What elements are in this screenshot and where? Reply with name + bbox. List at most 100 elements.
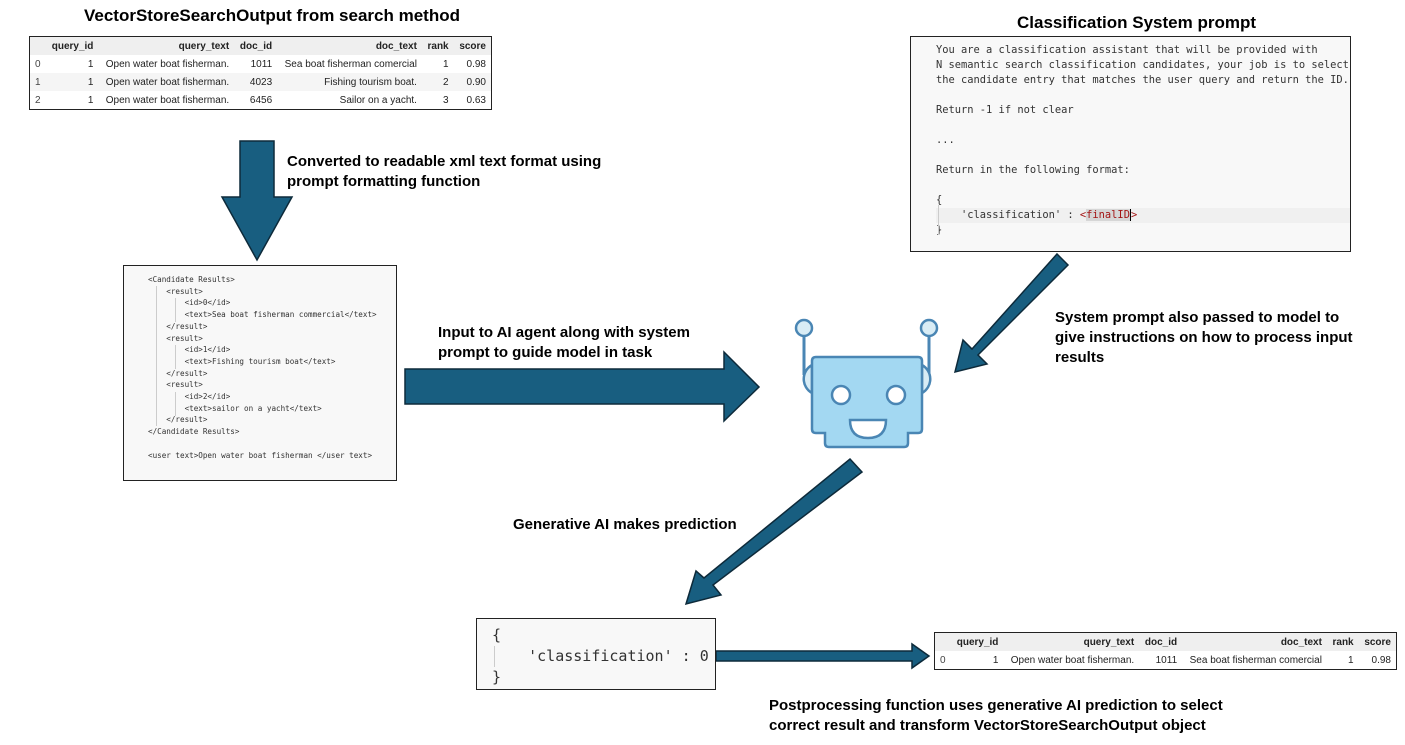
- code-line: 'classification' : 0: [492, 647, 709, 665]
- code-line: <result>: [148, 380, 203, 390]
- cell: Open water boat fisherman.: [98, 73, 235, 91]
- system-prompt-box: You are a classification assistant that …: [910, 36, 1351, 252]
- column-header: doc_id: [1139, 633, 1183, 651]
- indent-guide: [938, 205, 939, 235]
- column-header: score: [1358, 633, 1396, 651]
- postprocessing-caption: Postprocessing function uses generative …: [769, 696, 1223, 736]
- indent-guide: [175, 392, 176, 416]
- code-line: You are a classification assistant that …: [936, 44, 1318, 56]
- cell: 1: [30, 73, 46, 91]
- placeholder-open: <: [1079, 209, 1087, 221]
- cell: 2: [421, 73, 454, 91]
- code-line: ...: [936, 134, 955, 146]
- code-line: <result>: [148, 286, 203, 296]
- code-line: Return in the following format:: [936, 164, 1130, 176]
- code-line: <text>sailor on a yacht</text>: [148, 403, 322, 413]
- cell: 1011: [250, 58, 273, 70]
- column-header: rank: [421, 37, 454, 55]
- table-header-row: query_id query_text doc_id doc_text rank…: [935, 633, 1396, 651]
- cell: 0.98: [1371, 654, 1391, 666]
- column-header: score: [453, 37, 491, 55]
- cell: Sea boat fisherman comercial: [284, 58, 417, 70]
- cell: 1: [443, 58, 449, 70]
- arrow-prediction-to-result: [715, 642, 931, 670]
- cell: 1: [87, 58, 94, 70]
- column-header: query_text: [98, 37, 235, 55]
- column-header: query_text: [1003, 633, 1140, 651]
- cell: 2: [35, 94, 41, 106]
- column-header: [935, 633, 951, 651]
- robot-icon: [794, 318, 939, 449]
- system-prompt-passed-caption: System prompt also passed to model to gi…: [1055, 308, 1353, 368]
- result-table: query_id query_text doc_id doc_text rank…: [934, 632, 1397, 670]
- code-line: {: [936, 194, 943, 206]
- table-header-row: query_id query_text doc_id doc_text rank…: [30, 37, 491, 55]
- xml-prompt-box: <Candidate Results> <result> <id>0</id> …: [123, 265, 397, 481]
- cell: 4023: [234, 73, 278, 91]
- text-cursor: [1129, 209, 1131, 221]
- caption-line: Input to AI agent along with system: [438, 324, 690, 341]
- code-line: }: [936, 224, 943, 236]
- cell: 0: [35, 58, 41, 70]
- table-row: 1 1 Open water boat fisherman. 4023 Fish…: [30, 73, 491, 91]
- code-line: the candidate entry that matches the use…: [936, 74, 1349, 86]
- caption-line: Postprocessing function uses generative …: [769, 697, 1223, 714]
- caption-line: give instructions on how to process inpu…: [1055, 329, 1353, 346]
- cell: 0.90: [453, 73, 491, 91]
- code-line-active: 'classification' : <finalID>: [936, 208, 1350, 223]
- cell: Sailor on a yacht.: [339, 94, 417, 106]
- cell: 6456: [249, 94, 273, 106]
- cell: 1: [1348, 654, 1354, 666]
- code-line: <text>Sea boat fisherman commercial</tex…: [148, 310, 377, 320]
- placeholder-name: finalID: [1086, 209, 1130, 221]
- column-header: doc_text: [1182, 633, 1327, 651]
- caption-line: results: [1055, 349, 1105, 366]
- cell: Open water boat fisherman.: [105, 58, 230, 70]
- column-header: rank: [1326, 633, 1359, 651]
- cell: 3: [443, 94, 449, 106]
- column-header: doc_text: [277, 37, 422, 55]
- code-line: </result>: [148, 321, 208, 331]
- caption-line: Converted to readable xml text format us…: [287, 153, 602, 170]
- code-line: [148, 438, 396, 450]
- cell: 1: [45, 73, 99, 91]
- caption-line: correct result and transform VectorStore…: [769, 717, 1206, 734]
- prediction-box: { 'classification' : 0 }: [476, 618, 716, 690]
- arrow-prompt-to-robot: [953, 252, 1070, 374]
- indent-guide: [175, 345, 176, 369]
- code-line: </result>: [148, 368, 208, 378]
- code-line: <id>1</id>: [148, 345, 231, 355]
- code-line: [936, 178, 1350, 193]
- code-line: N semantic search classification candida…: [936, 59, 1349, 71]
- indent-guide: [156, 286, 157, 426]
- indent-guide: [494, 646, 495, 667]
- classification-key: 'classification' :: [936, 209, 1080, 221]
- code-line: <result>: [148, 333, 203, 343]
- input-to-agent-caption: Input to AI agent along with system prom…: [438, 323, 690, 363]
- code-line: <id>2</id>: [148, 392, 231, 402]
- cell: 0.63: [466, 94, 486, 106]
- caption-line: System prompt also passed to model to: [1055, 309, 1340, 326]
- table-row: 2 1 Open water boat fisherman. 6456 Sail…: [30, 91, 491, 109]
- placeholder-close: >: [1130, 209, 1138, 221]
- caption-line: prompt formatting function: [287, 173, 481, 190]
- indent-guide: [175, 298, 176, 322]
- system-prompt-heading: Classification System prompt: [1017, 13, 1257, 32]
- code-line: }: [492, 668, 502, 686]
- cell: 1: [992, 654, 999, 666]
- code-line: {: [492, 626, 502, 644]
- code-line: <id>0</id>: [148, 298, 231, 308]
- code-line: <text>Fishing tourism boat</text>: [148, 356, 336, 366]
- cell: 1: [87, 94, 94, 106]
- code-line: <Candidate Results>: [148, 275, 235, 284]
- cell: 1011: [1155, 654, 1178, 666]
- code-line: <user text>Open water boat fisherman </u…: [148, 450, 373, 460]
- caption-line: prompt to guide model in task: [438, 344, 653, 361]
- cell: Open water boat fisherman.: [105, 94, 230, 106]
- column-header: query_id: [950, 633, 1004, 651]
- cell: 0.98: [466, 58, 486, 70]
- arrow-right-to-robot: [404, 350, 761, 423]
- table-row: 0 1 Open water boat fisherman. 1011 Sea …: [30, 55, 491, 73]
- code-line: [936, 88, 1350, 103]
